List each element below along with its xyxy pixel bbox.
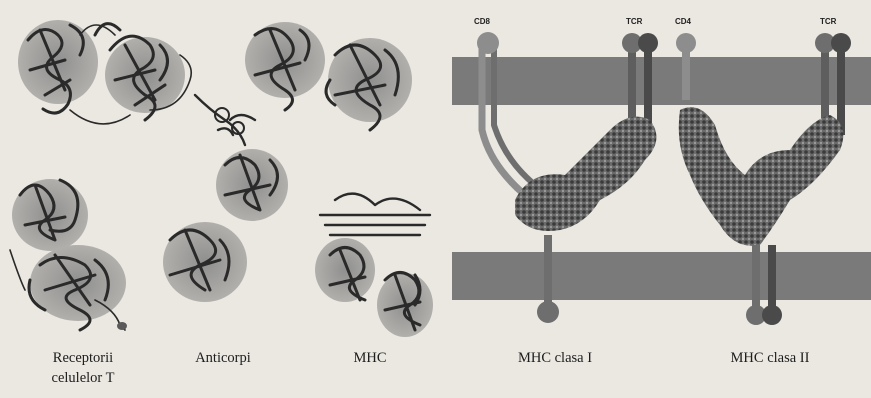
mhc-class-1-tail <box>537 301 559 323</box>
caption-mhc-class-1: MHC clasa I <box>490 348 620 368</box>
tcr-domain-shade <box>105 37 185 113</box>
caption-tcr-line-2: celulelor T <box>28 368 138 388</box>
membrane-upper <box>452 57 871 105</box>
label-tcr-left: TCR <box>626 17 643 26</box>
mhc-class-1-molecule <box>515 117 656 231</box>
mhc-class-2-molecule <box>679 107 844 246</box>
tcr-tail-knob <box>117 322 127 330</box>
tcr-head-left <box>638 33 658 53</box>
mhc-beta-sheet <box>320 194 430 235</box>
label-tcr-right: TCR <box>820 17 837 26</box>
tcr-structure-bottom <box>10 179 127 330</box>
label-cd8: CD8 <box>474 17 491 26</box>
mhc-structure <box>315 194 433 337</box>
antibody-hinge <box>195 95 255 145</box>
caption-mhc: MHC <box>330 348 410 368</box>
tcr-structure-top <box>18 20 191 124</box>
caption-mhc-class-2: MHC clasa II <box>700 348 840 368</box>
caption-tcr-line-1: Receptorii <box>28 348 138 368</box>
caption-tcr: Receptorii celulelor T <box>28 348 138 388</box>
antibody-structure <box>163 22 412 302</box>
cd8-head <box>477 32 499 54</box>
caption-antibodies: Anticorpi <box>168 348 278 368</box>
mhc-class-2-tail <box>762 305 782 325</box>
label-cd4: CD4 <box>675 17 692 26</box>
tcr-head-right <box>831 33 851 53</box>
membrane-lower <box>452 252 871 300</box>
cd4-head <box>676 33 696 53</box>
